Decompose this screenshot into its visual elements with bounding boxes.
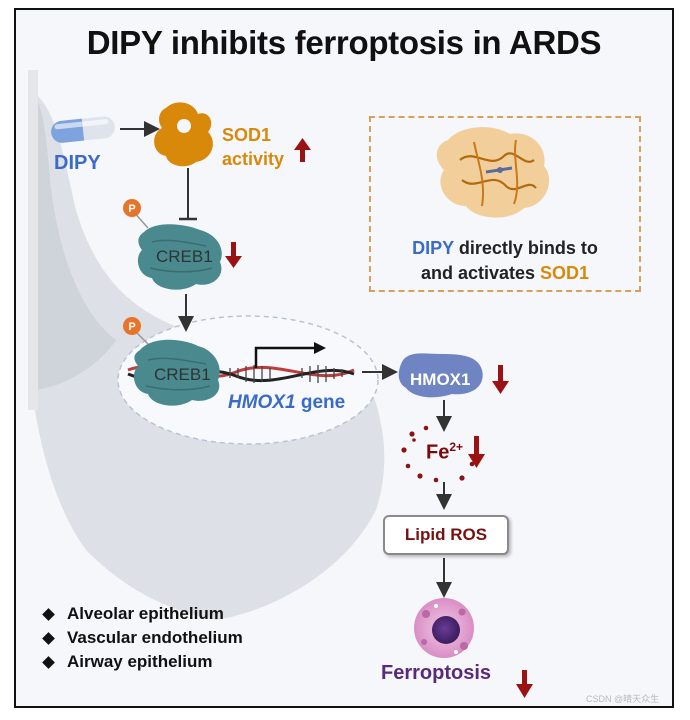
hmox1-protein-label: HMOX1 [410, 370, 471, 389]
phosphate-icon: P [123, 317, 149, 345]
creb1-label: CREB1 [156, 247, 213, 266]
figure-title: DIPY inhibits ferroptosis in ARDS [86, 24, 602, 61]
diamond-bullet-icon [42, 607, 55, 621]
binding-panel [369, 116, 641, 292]
phospho-label: P [128, 203, 135, 215]
transcription-arrow-icon [254, 342, 326, 368]
phospho-label: P [128, 321, 135, 333]
legend-item-label: Airway epithelium [67, 652, 213, 671]
legend-item-label: Alveolar epithelium [67, 604, 224, 623]
protein-structure-icon [436, 127, 550, 218]
down-arrow-icon [225, 242, 242, 268]
lipid-ros-box: Lipid ROS [383, 515, 509, 555]
down-arrow-icon [492, 365, 509, 394]
legend-item: Vascular endothelium [42, 626, 243, 650]
sod1-name: SOD1 [222, 125, 272, 145]
hmox1-gene-label: HMOX1 gene [228, 392, 345, 414]
binding-drug-name: DIPY [412, 238, 454, 258]
sod1-activity-word: activity [222, 149, 285, 169]
creb1-protein-icon [133, 339, 220, 406]
ferroptotic-cell-icon [414, 598, 474, 658]
binding-target-name: SOD1 [540, 263, 590, 283]
binding-text-line1: directly binds to [453, 238, 598, 258]
up-arrow-icon [294, 138, 311, 162]
legend-item: Alveolar epithelium [42, 602, 243, 626]
diamond-bullet-icon [42, 655, 55, 669]
phosphate-icon: P [123, 199, 149, 229]
legend-item-label: Vascular endothelium [67, 628, 243, 647]
ferroptosis-label: Ferroptosis [381, 662, 492, 684]
diagram-canvas: P [28, 70, 550, 698]
creb1-protein-icon [137, 224, 222, 290]
down-arrow-icon [516, 670, 533, 698]
gene-suffix: gene [295, 392, 346, 413]
iron-symbol: Fe [426, 441, 450, 464]
down-arrow-icon [468, 436, 485, 468]
sod1-enzyme-icon [154, 102, 213, 167]
binding-text-line2: and activates [420, 263, 541, 283]
iron-charge: 2+ [449, 440, 464, 454]
diamond-bullet-icon [42, 631, 55, 645]
iron-label: Fe2+ [426, 440, 463, 465]
legend-item: Airway epithelium [42, 650, 243, 674]
dipy-label: DIPY [54, 152, 101, 174]
hmox1-protein-icon [398, 353, 483, 398]
watermark: CSDN @晴天众生 [586, 694, 660, 704]
capsule-icon [51, 116, 115, 143]
sod1-activity-label: SOD1 activity [222, 123, 284, 171]
iron-dots-icon [401, 425, 475, 483]
binding-panel-text: DIPY directly binds to and activates SOD… [369, 236, 641, 286]
graphical-abstract: P [14, 8, 674, 708]
creb1-bound-label: CREB1 [154, 365, 211, 384]
tissue-legend: Alveolar epithelium Vascular endothelium… [42, 602, 243, 674]
gene-name: HMOX1 [228, 392, 296, 413]
